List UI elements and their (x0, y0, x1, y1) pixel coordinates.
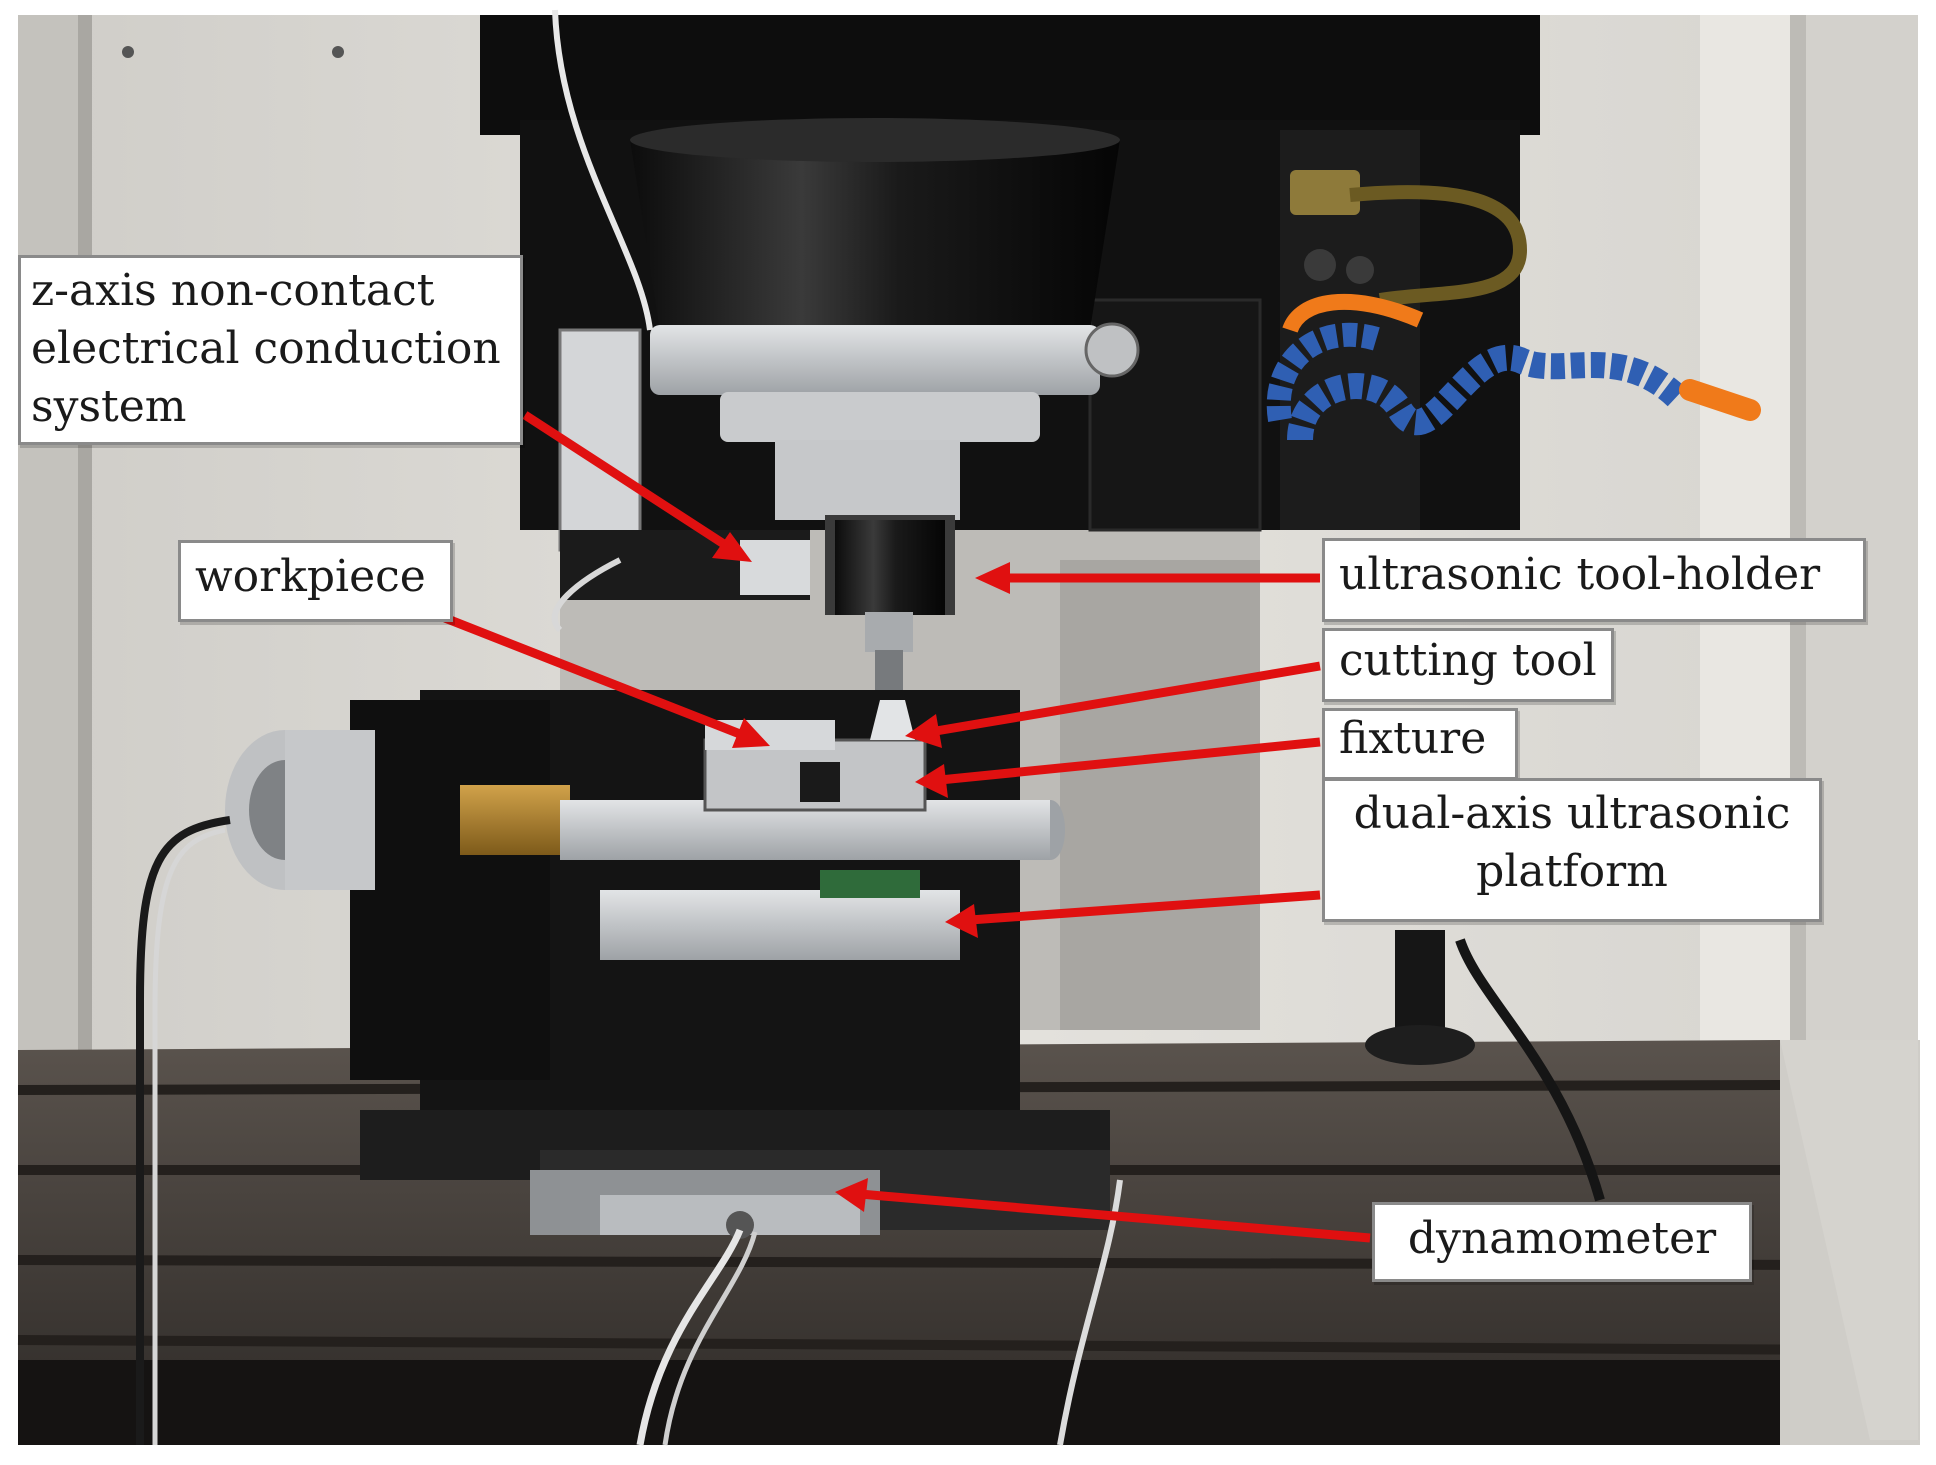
label-dynamometer: dynamometer (1372, 1202, 1752, 1282)
label-z-axis-line-3: system (31, 381, 187, 432)
label-cutting-tool: cutting tool (1322, 628, 1614, 702)
label-z-axis-line-1: z-axis non-contact (31, 265, 435, 316)
label-ultrasonic-tool-holder: ultrasonic tool-holder (1322, 538, 1866, 622)
label-workpiece: workpiece (178, 540, 453, 622)
label-dual-axis-line-1: dual-axis ultrasonic (1353, 788, 1791, 839)
label-z-axis-line-2: electrical conduction (31, 323, 501, 374)
label-dual-axis-ultrasonic-platform: dual-axis ultrasonic platform (1322, 778, 1822, 922)
label-dual-axis-line-2: platform (1476, 846, 1668, 897)
label-fixture: fixture (1322, 708, 1518, 780)
label-z-axis-conduction-system: z-axis non-contact electrical conduction… (18, 255, 523, 445)
